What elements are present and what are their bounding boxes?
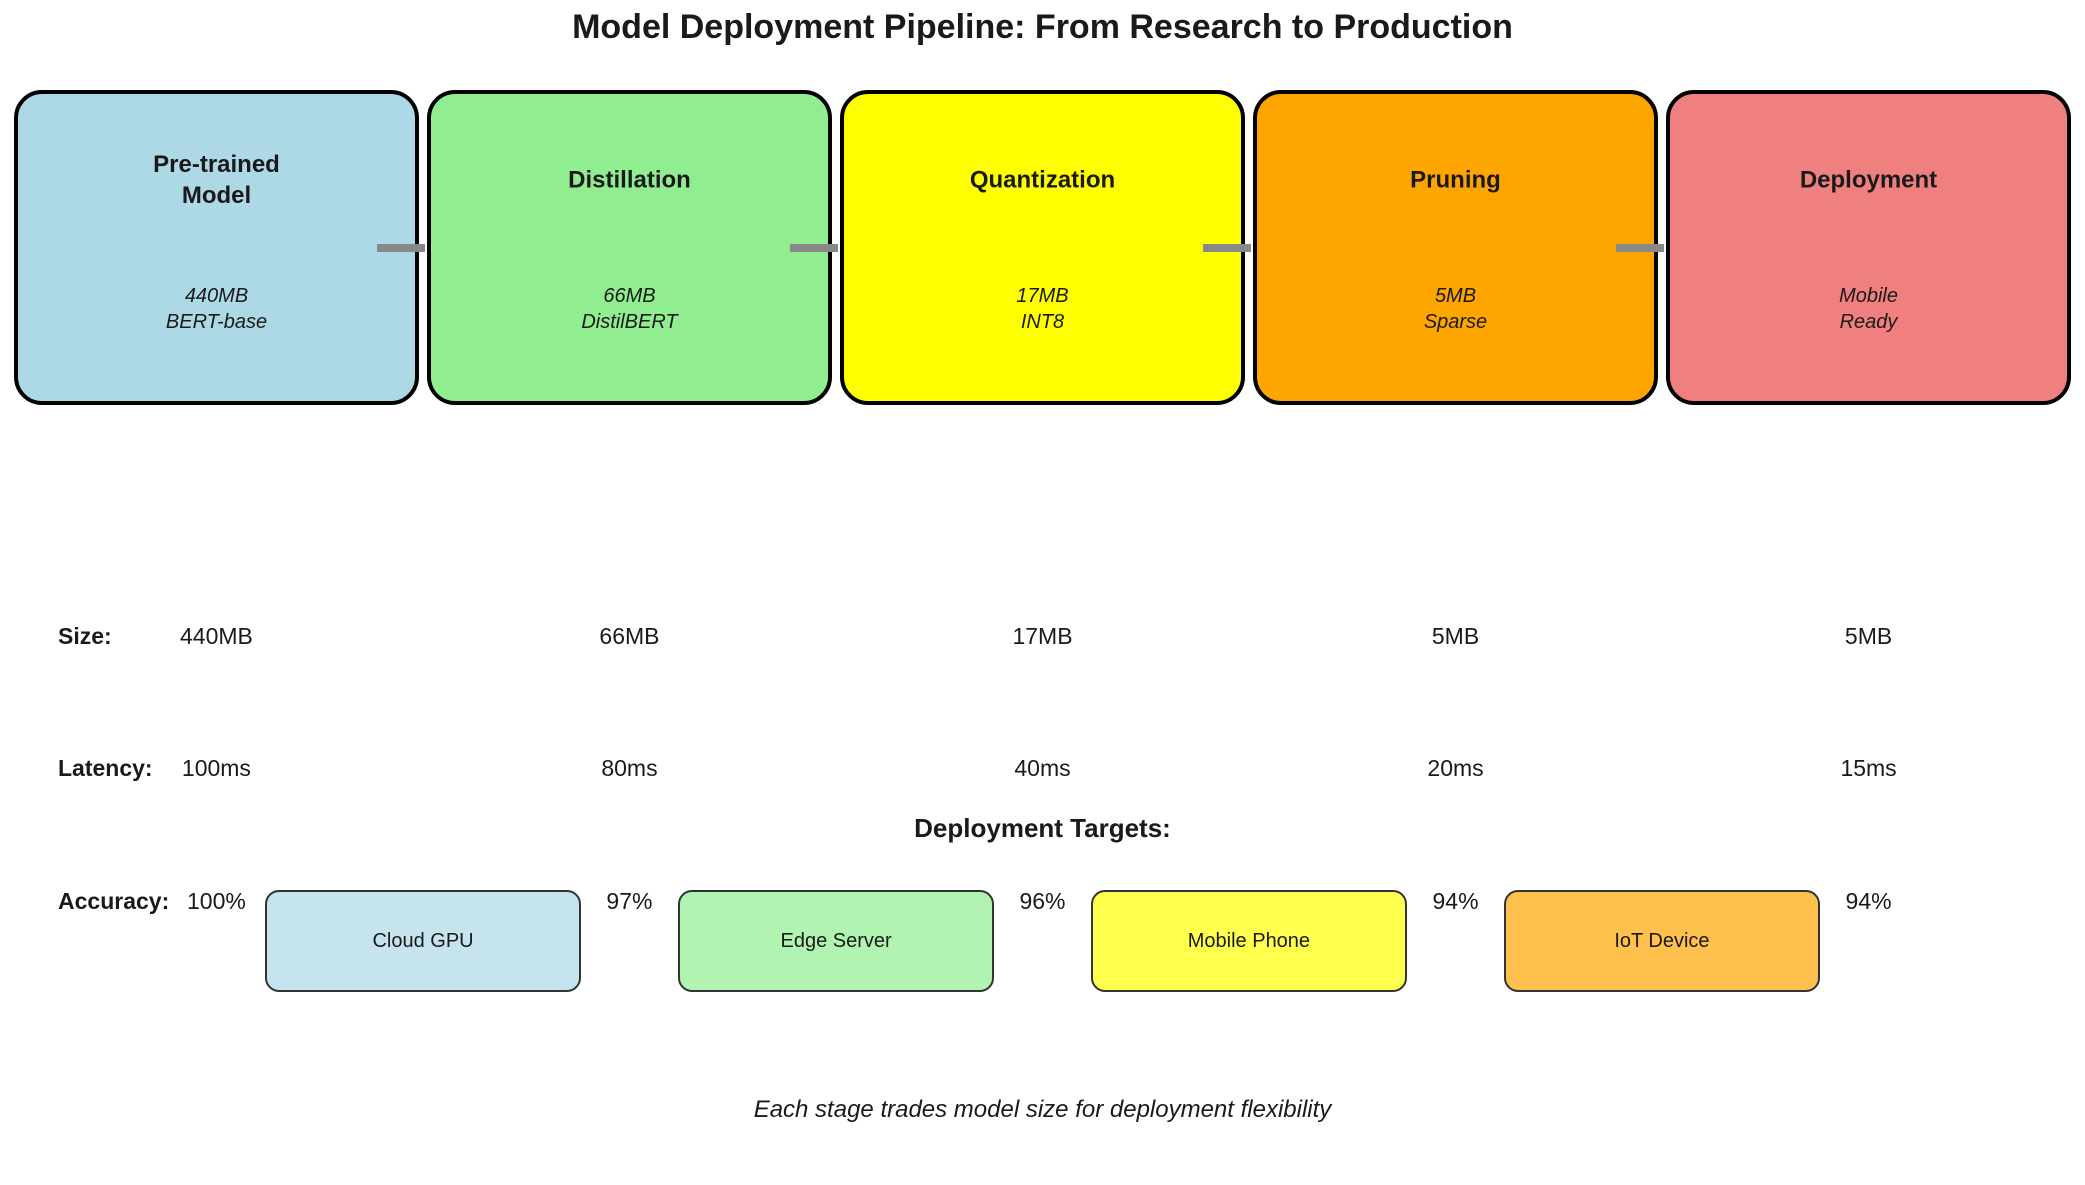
accuracy-value: 100% (187, 888, 246, 914)
deployment-targets-heading: Deployment Targets: (914, 813, 1171, 843)
stage-title-line: Pruning (1410, 166, 1501, 194)
stage-title-line: Distillation (568, 166, 691, 194)
stage-detail-line: 440MB (184, 284, 249, 307)
stage-title: Deployment (1670, 164, 2067, 195)
stage-detail: 17MB INT8 (844, 283, 1241, 335)
stage-detail: 66MB DistilBERT (431, 283, 828, 335)
stage-detail-line: DistilBERT (581, 310, 678, 333)
stage-title-line: Model (181, 181, 252, 209)
stage-title: Distillation (431, 164, 828, 195)
stage-title-line: Pre-trained (153, 150, 280, 178)
stage-title-line: Deployment (1799, 166, 1938, 194)
target-label: Cloud GPU (372, 929, 474, 952)
accuracy-value: 96% (1019, 888, 1066, 914)
target-box-edge-server: Edge Server (678, 890, 995, 992)
size-value: 5MB (1431, 623, 1480, 649)
latency-row: Latency: 100ms 80ms 40ms 20ms 15ms (0, 752, 2085, 784)
stage-detail: Mobile Ready (1670, 283, 2067, 335)
stage-detail-line: Sparse (1423, 310, 1488, 333)
accuracy-label: Accuracy: (58, 888, 170, 914)
stage-detail-line: 5MB (1434, 284, 1477, 307)
stage-title: Quantization (844, 164, 1241, 195)
stage-detail-line: 17MB (1016, 284, 1069, 307)
connector-arrow (790, 244, 838, 252)
stage-detail-line: INT8 (1020, 310, 1065, 333)
stage-box-pruning: Pruning 5MB Sparse (1253, 90, 1658, 405)
stage-title-line: Quantization (969, 166, 1116, 194)
stage-detail-line: Mobile (1839, 284, 1898, 307)
size-value: 17MB (1012, 623, 1073, 649)
latency-value: 80ms (601, 755, 658, 781)
stage-detail-line: Ready (1839, 310, 1898, 333)
target-label: Mobile Phone (1187, 929, 1311, 952)
latency-value: 15ms (1840, 755, 1897, 781)
target-label: IoT Device (1614, 929, 1710, 952)
pipeline-row: Pre-trained Model 440MB BERT-base Distil… (14, 90, 2071, 405)
figure-caption: Each stage trades model size for deploym… (753, 1096, 1332, 1123)
stage-box-quantization: Quantization 17MB INT8 (840, 90, 1245, 405)
size-value: 440MB (179, 623, 253, 649)
latency-label: Latency: (58, 755, 153, 781)
stage-box-deployment: Deployment Mobile Ready (1666, 90, 2071, 405)
size-value: 66MB (599, 623, 660, 649)
stage-box-pretrained-model: Pre-trained Model 440MB BERT-base (14, 90, 419, 405)
latency-value: 40ms (1014, 755, 1071, 781)
connector-arrow (1616, 244, 1664, 252)
latency-value: 100ms (181, 755, 251, 781)
size-value: 5MB (1844, 623, 1893, 649)
target-box-cloud-gpu: Cloud GPU (265, 890, 582, 992)
stage-box-distillation: Distillation 66MB DistilBERT (427, 90, 832, 405)
accuracy-value: 97% (606, 888, 653, 914)
stage-detail-line: BERT-base (165, 310, 268, 333)
stage-detail-line: 66MB (603, 284, 656, 307)
target-box-mobile-phone: Mobile Phone (1090, 890, 1407, 992)
target-box-iot-device: IoT Device (1503, 890, 1820, 992)
stage-title: Pre-trained Model (18, 149, 415, 211)
accuracy-value: 94% (1845, 888, 1892, 914)
accuracy-row: Accuracy: 100% 97% 96% 94% 94% (0, 885, 2085, 917)
stage-detail: 5MB Sparse (1257, 283, 1654, 335)
size-row: Size: 440MB 66MB 17MB 5MB 5MB (0, 620, 2085, 652)
latency-value: 20ms (1427, 755, 1484, 781)
connector-arrow (1203, 244, 1251, 252)
accuracy-value: 94% (1432, 888, 1479, 914)
stage-title: Pruning (1257, 164, 1654, 195)
figure-title: Model Deployment Pipeline: From Research… (572, 8, 1513, 46)
size-label: Size: (58, 623, 112, 649)
connector-arrow (377, 244, 425, 252)
stage-detail: 440MB BERT-base (18, 283, 415, 335)
target-label: Edge Server (780, 929, 892, 952)
